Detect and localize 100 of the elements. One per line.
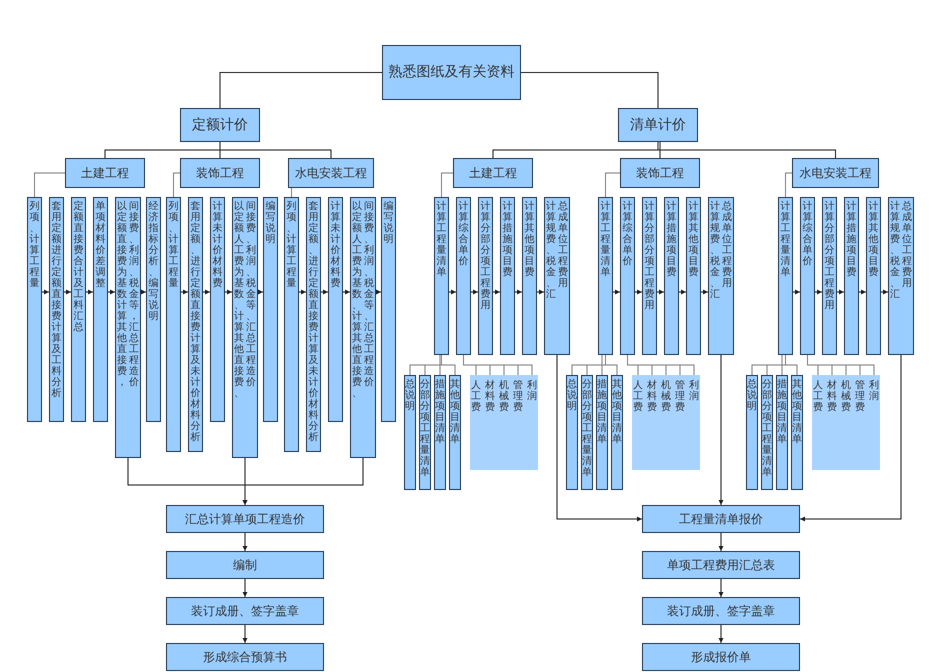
document-column: 其他项目清单 (611, 375, 623, 490)
step-column: 计算分部分项工程费用 (642, 197, 657, 355)
step-column: 编写说明 (381, 197, 396, 422)
process-box: 装订成册、签字盖章 (166, 597, 324, 625)
connector-line (627, 354, 694, 376)
cost-item-text: 管理费 (674, 375, 686, 419)
step-column: 套用定额进行定额直接费计算及工料分析 (49, 197, 64, 422)
cost-item-text: 机械费 (660, 375, 672, 419)
arrow (656, 290, 664, 294)
step-column: 计算工程量清单 (598, 197, 613, 355)
connector-line (220, 72, 382, 108)
step-column: 经济指标分析、编写说明 (146, 197, 161, 422)
arrow (880, 290, 888, 294)
step-column: 计算综合单价 (456, 197, 471, 355)
step-column: 计算规费、税金、汇总成单位工程费用 (708, 197, 734, 355)
start-box: 熟悉图纸及有关资料 (382, 45, 521, 100)
document-column: 分部分项工程量清单 (419, 375, 431, 490)
connector-line (173, 172, 180, 198)
cost-panel (632, 375, 700, 470)
cost-item-text: 人工费 (812, 375, 824, 419)
connector-line (441, 172, 454, 198)
document-column: 措施项目清单 (776, 375, 788, 490)
step-column: 计算工程量清单 (778, 197, 793, 355)
cost-item-text: 机械费 (840, 375, 852, 419)
method-box: 清单计价 (618, 108, 698, 142)
document-column: 措施项目清单 (434, 375, 446, 490)
arrow (320, 290, 328, 294)
arrow (242, 532, 248, 552)
connector-line (785, 172, 792, 198)
step-column: 计算其他项目费 (686, 197, 701, 355)
step-column: 计算未计价材料费 (210, 197, 225, 422)
arrow (792, 290, 800, 294)
arrow (514, 290, 522, 294)
step-column: 以定额人工费为基数、计算其他直接费、间接费、利润、税金等、汇总工程造价 (350, 197, 376, 458)
document-column: 其他项目清单 (449, 375, 461, 490)
cost-panel (812, 375, 880, 470)
step-column: 计算其他项目费 (522, 197, 537, 355)
arrow (242, 458, 364, 506)
arrow (536, 290, 544, 294)
process-box: 编制 (166, 551, 324, 579)
method-box: 定额计价 (180, 108, 260, 142)
cost-item-text: 利润 (526, 375, 538, 419)
project-box: 装饰工程 (620, 158, 700, 188)
connector-line (220, 142, 332, 158)
arrow (258, 290, 264, 294)
arrow (376, 290, 382, 294)
arrow (180, 290, 188, 294)
arrow (202, 290, 210, 294)
arrow (224, 290, 232, 294)
step-column: 单项材料价差调整 (93, 197, 108, 422)
arrow (612, 290, 620, 294)
cost-item-text: 材料费 (826, 375, 838, 419)
connector-line (520, 72, 658, 108)
connector-line (34, 172, 66, 198)
cost-panel (470, 375, 538, 470)
step-column: 列项、计算工程量 (27, 197, 42, 422)
process-box: 工程量清单报价 (642, 505, 800, 533)
step-column: 计算规费、税金、汇总成单位工程费用 (544, 197, 570, 355)
arrow (242, 578, 248, 598)
arrow (718, 532, 724, 552)
document-column: 措施项目清单 (596, 375, 608, 490)
step-column: 列项、计算工程量 (166, 197, 181, 452)
connector-line (605, 172, 620, 198)
cost-item-text: 管理费 (854, 375, 866, 419)
arrow (858, 290, 866, 294)
step-column: 计算综合单价 (800, 197, 815, 355)
arrow (800, 354, 902, 522)
step-column: 套用定额、进行定额直接费计算及未计价材料分析 (306, 197, 321, 452)
project-box: 装饰工程 (180, 158, 260, 188)
arrow (470, 290, 478, 294)
cost-item-text: 人工费 (632, 375, 644, 419)
connector-line (463, 354, 532, 376)
arrow (634, 290, 642, 294)
arrow (814, 290, 822, 294)
cost-item-text: 材料费 (484, 375, 496, 419)
connector-line (807, 354, 874, 376)
document-column: 分部分项工程量清单 (581, 375, 593, 490)
step-column: 定额直接费合计及工料汇总 (71, 197, 86, 422)
document-column: 其他项目清单 (791, 375, 803, 490)
connector-line (291, 188, 292, 198)
arrow (242, 624, 248, 644)
arrow (556, 354, 642, 522)
cost-item-text: 利润 (868, 375, 880, 419)
project-box: 水电安装工程 (792, 158, 879, 188)
project-box: 土建工程 (65, 158, 145, 188)
arrow (718, 578, 724, 598)
arrow (678, 290, 686, 294)
connector-line (605, 354, 618, 376)
document-column: 分部分项工程量清单 (761, 375, 773, 490)
document-column: 总说明 (566, 375, 578, 490)
step-column: 计算分部分项工程费用 (822, 197, 837, 355)
arrow (718, 624, 724, 644)
cost-item-text: 材料费 (646, 375, 658, 419)
process-box: 装订成册、签字盖章 (642, 597, 800, 625)
step-column: 套用定额、进行定额直接费计算及未计价材料分析 (188, 197, 203, 452)
arrow (342, 290, 350, 294)
step-column: 以定额人工费为基数、计算其他直接费、间接费、利润、税金等、汇总工程造价 (232, 197, 258, 458)
arrow (718, 354, 724, 506)
step-column: 计算措施项目费 (500, 197, 515, 355)
step-column: 以定额直接费为基数计算其他直接费，间接费、利润、税金等，汇总工程造价 (115, 197, 141, 458)
